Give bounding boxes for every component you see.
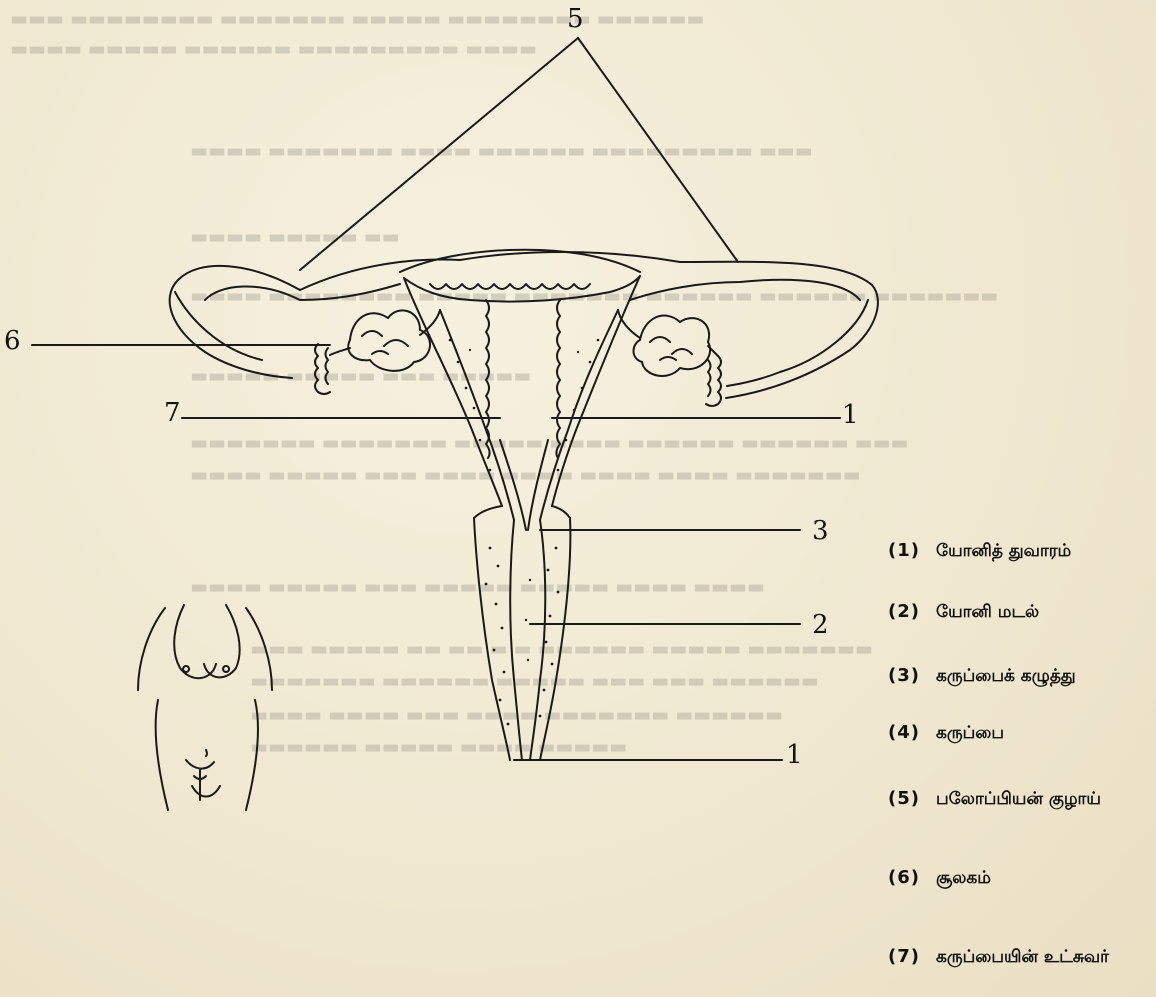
label-2: 2	[812, 610, 829, 640]
label-7: 7	[164, 398, 181, 428]
label-5: 5	[567, 4, 584, 34]
ovary-right	[634, 316, 711, 376]
legend-text: கருப்பைக் கழுத்து	[936, 666, 1076, 686]
legend-text: சூலகம்	[936, 868, 991, 888]
fimbriae-left	[315, 344, 330, 394]
legend-number: (7)	[888, 946, 936, 967]
legend-item-6: (6)சூலகம்	[888, 867, 991, 890]
uterine-lining	[430, 284, 590, 289]
uterine-cavity-line	[528, 440, 548, 530]
fallopian-tube-inner	[630, 280, 860, 300]
fimbriae-right	[708, 360, 711, 396]
cervix-outline	[474, 506, 502, 518]
fallopian-tube-inner	[205, 284, 400, 300]
fimbriae-right	[706, 356, 721, 406]
label-3: 3	[812, 516, 829, 546]
label-1-top: 1	[842, 400, 859, 430]
legend-number: (6)	[888, 867, 936, 888]
fallopian-tube-inner	[727, 300, 868, 386]
ovary-left	[348, 310, 430, 371]
vaginal-wall-inner	[530, 520, 545, 760]
legend-number: (4)	[888, 722, 936, 743]
uterus-body-outline	[552, 276, 640, 506]
cervix-outline	[552, 506, 570, 518]
ovarian-ligament	[330, 348, 350, 355]
legend-item-5: (5)பலோப்பியன் குழாய்	[888, 788, 1101, 811]
legend-number: (5)	[888, 788, 936, 809]
legend-text: யோனித் துவாரம்	[936, 541, 1071, 561]
ovarian-ligament	[618, 310, 640, 338]
leader-line-5-right	[578, 38, 738, 262]
legend-item-7: (7)கருப்பையின் உட்சுவர்	[888, 946, 1109, 969]
uterine-cavity-wall	[540, 310, 618, 520]
legend-number: (2)	[888, 601, 936, 622]
vaginal-wall-inner	[510, 520, 522, 760]
label-1-bottom: 1	[786, 740, 803, 770]
label-6: 6	[4, 326, 21, 356]
legend-number: (3)	[888, 665, 936, 686]
vagina-outline-left	[474, 518, 510, 760]
leader-line-5-left	[300, 38, 578, 270]
uterine-cavity-wall	[440, 310, 514, 520]
fallopian-tube-inner	[175, 292, 262, 360]
fimbriae-left	[326, 348, 329, 384]
female-silhouette	[138, 605, 272, 810]
legend-text: கருப்பை	[936, 723, 1004, 743]
legend-text: பலோப்பியன் குழாய்	[936, 789, 1101, 809]
legend-item-3: (3)கருப்பைக் கழுத்து	[888, 665, 1076, 688]
fallopian-tube-outline	[170, 266, 300, 378]
legend-number: (1)	[888, 540, 936, 561]
legend-item-1: (1)யோனித் துவாரம்	[888, 540, 1071, 563]
legend-text: கருப்பையின் உட்சுவர்	[936, 947, 1109, 967]
legend-item-4: (4)கருப்பை	[888, 722, 1004, 745]
ovary-left-detail	[362, 331, 408, 354]
legend-text: யோனி மடல்	[936, 602, 1039, 622]
endometrium-right	[556, 300, 560, 458]
ovary-right-detail	[650, 337, 692, 360]
legend-item-2: (2)யோனி மடல்	[888, 601, 1039, 624]
